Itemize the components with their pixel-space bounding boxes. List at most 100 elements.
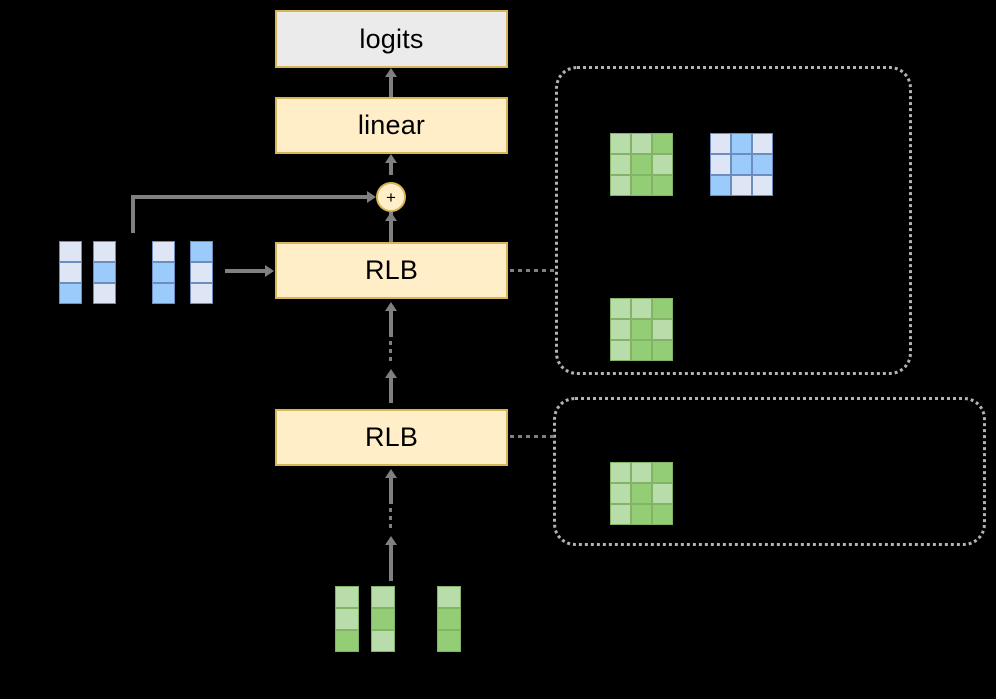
green-matrix-top-left-cell [652,154,673,175]
blue-matrix-top-right-cell [710,154,731,175]
green-matrix-mid-cell [631,298,652,319]
input-token-cell [437,586,461,608]
node-rlb-top-label: RLB [364,255,419,285]
green-matrix-top-left-cell [610,175,631,196]
green-matrix-bottom-cell [631,462,652,483]
green-matrix-bottom-cell [610,504,631,525]
green-matrix-mid-cell [610,319,631,340]
hidden-token-cell [190,241,213,262]
input-token-cell [371,608,395,630]
green-matrix-mid-cell [652,319,673,340]
hidden-token-column-4 [190,241,213,304]
input-token-column-3 [437,586,461,652]
input-token-cell [371,586,395,608]
connector-stack-ellipsis-upper [389,341,393,365]
input-token-cell [335,586,359,608]
green-matrix-mid-cell [652,340,673,361]
blue-matrix-top-right-cell [752,133,773,154]
connector-tokens-to-rlbtop [225,269,267,273]
blue-matrix-top-right-cell [731,175,752,196]
connector-input-ellipsis [389,508,393,532]
connector-stack-upper-shaft [389,311,393,337]
hidden-token-column-3 [152,241,175,304]
hidden-token-cell [152,241,175,262]
input-token-cell [335,608,359,630]
green-matrix-mid [610,298,673,361]
hidden-token-column-1 [59,241,82,304]
hidden-token-cell [93,262,116,283]
arrowhead-skip-to-add [367,191,376,203]
green-matrix-bottom-cell [631,504,652,525]
hidden-token-cell [190,283,213,304]
input-token-cell [437,630,461,652]
hidden-token-cell [93,241,116,262]
input-token-column-2 [371,586,395,652]
blue-matrix-top-right-cell [731,154,752,175]
arrowhead-stack-upper [385,302,397,311]
green-matrix-top-left-cell [652,133,673,154]
arrowhead-add-to-linear [385,154,397,163]
green-matrix-bottom-cell [610,462,631,483]
connector-add-to-linear-2 [389,163,393,175]
green-matrix-top-left-cell [652,175,673,196]
connector-rlbtop-to-detail-group [510,269,556,273]
node-logits-label: logits [359,23,424,54]
connector-rlbtop-to-add [389,221,393,242]
green-matrix-top-left-cell [631,175,652,196]
input-token-column-1 [335,586,359,652]
green-matrix-mid-cell [631,340,652,361]
connector-stack-lower-shaft [389,378,393,403]
connector-input-lower-shaft [389,545,393,581]
hidden-token-cell [190,262,213,283]
input-token-cell [437,608,461,630]
green-matrix-mid-cell [631,319,652,340]
blue-matrix-top-right-cell [752,154,773,175]
arrowhead-stack-lower [385,369,397,378]
node-linear[interactable]: linear [275,97,508,154]
green-matrix-bottom-cell [652,462,673,483]
arrowhead-tokens-to-rlbtop [265,265,274,277]
hidden-token-cell [59,262,82,283]
green-matrix-top-left-cell [610,133,631,154]
arrowhead-rlbtop-to-add [385,212,397,221]
green-matrix-bottom-cell [652,504,673,525]
arrowhead-linear-to-logits [385,68,397,77]
residual-add-node[interactable]: + [376,182,406,212]
green-matrix-bottom-cell [610,483,631,504]
green-matrix-top-left [610,133,673,196]
hidden-token-cell [152,262,175,283]
green-matrix-bottom-cell [631,483,652,504]
input-token-cell [371,630,395,652]
node-rlb-top[interactable]: RLB [275,242,508,299]
blue-matrix-top-right-cell [731,133,752,154]
green-matrix-top-left-cell [610,154,631,175]
hidden-token-cell [59,241,82,262]
blue-matrix-top-right-cell [710,175,731,196]
connector-input-upper-shaft [389,478,393,504]
green-matrix-mid-cell [610,340,631,361]
plus-symbol: + [386,187,396,207]
green-matrix-mid-cell [610,298,631,319]
green-matrix-top-left-cell [631,133,652,154]
rlb-top-detail-group [555,66,912,375]
node-logits[interactable]: logits [275,10,508,68]
hidden-token-column-2 [93,241,116,304]
blue-matrix-top-right-cell [710,133,731,154]
arrowhead-input-upper [385,469,397,478]
node-linear-label: linear [357,110,426,140]
skip-connection-rail [131,195,373,199]
node-rlb-bottom-label: RLB [364,422,419,452]
blue-matrix-top-right [710,133,773,196]
hidden-token-cell [152,283,175,304]
green-matrix-bottom-cell [652,483,673,504]
green-matrix-bottom [610,462,673,525]
connector-rlbbottom-to-detail-group [510,435,554,439]
blue-matrix-top-right-cell [752,175,773,196]
hidden-token-cell [59,283,82,304]
node-rlb-bottom[interactable]: RLB [275,409,508,466]
green-matrix-top-left-cell [631,154,652,175]
input-token-cell [335,630,359,652]
rlb-bottom-detail-group [553,397,986,546]
skip-connection-riser [131,197,135,233]
